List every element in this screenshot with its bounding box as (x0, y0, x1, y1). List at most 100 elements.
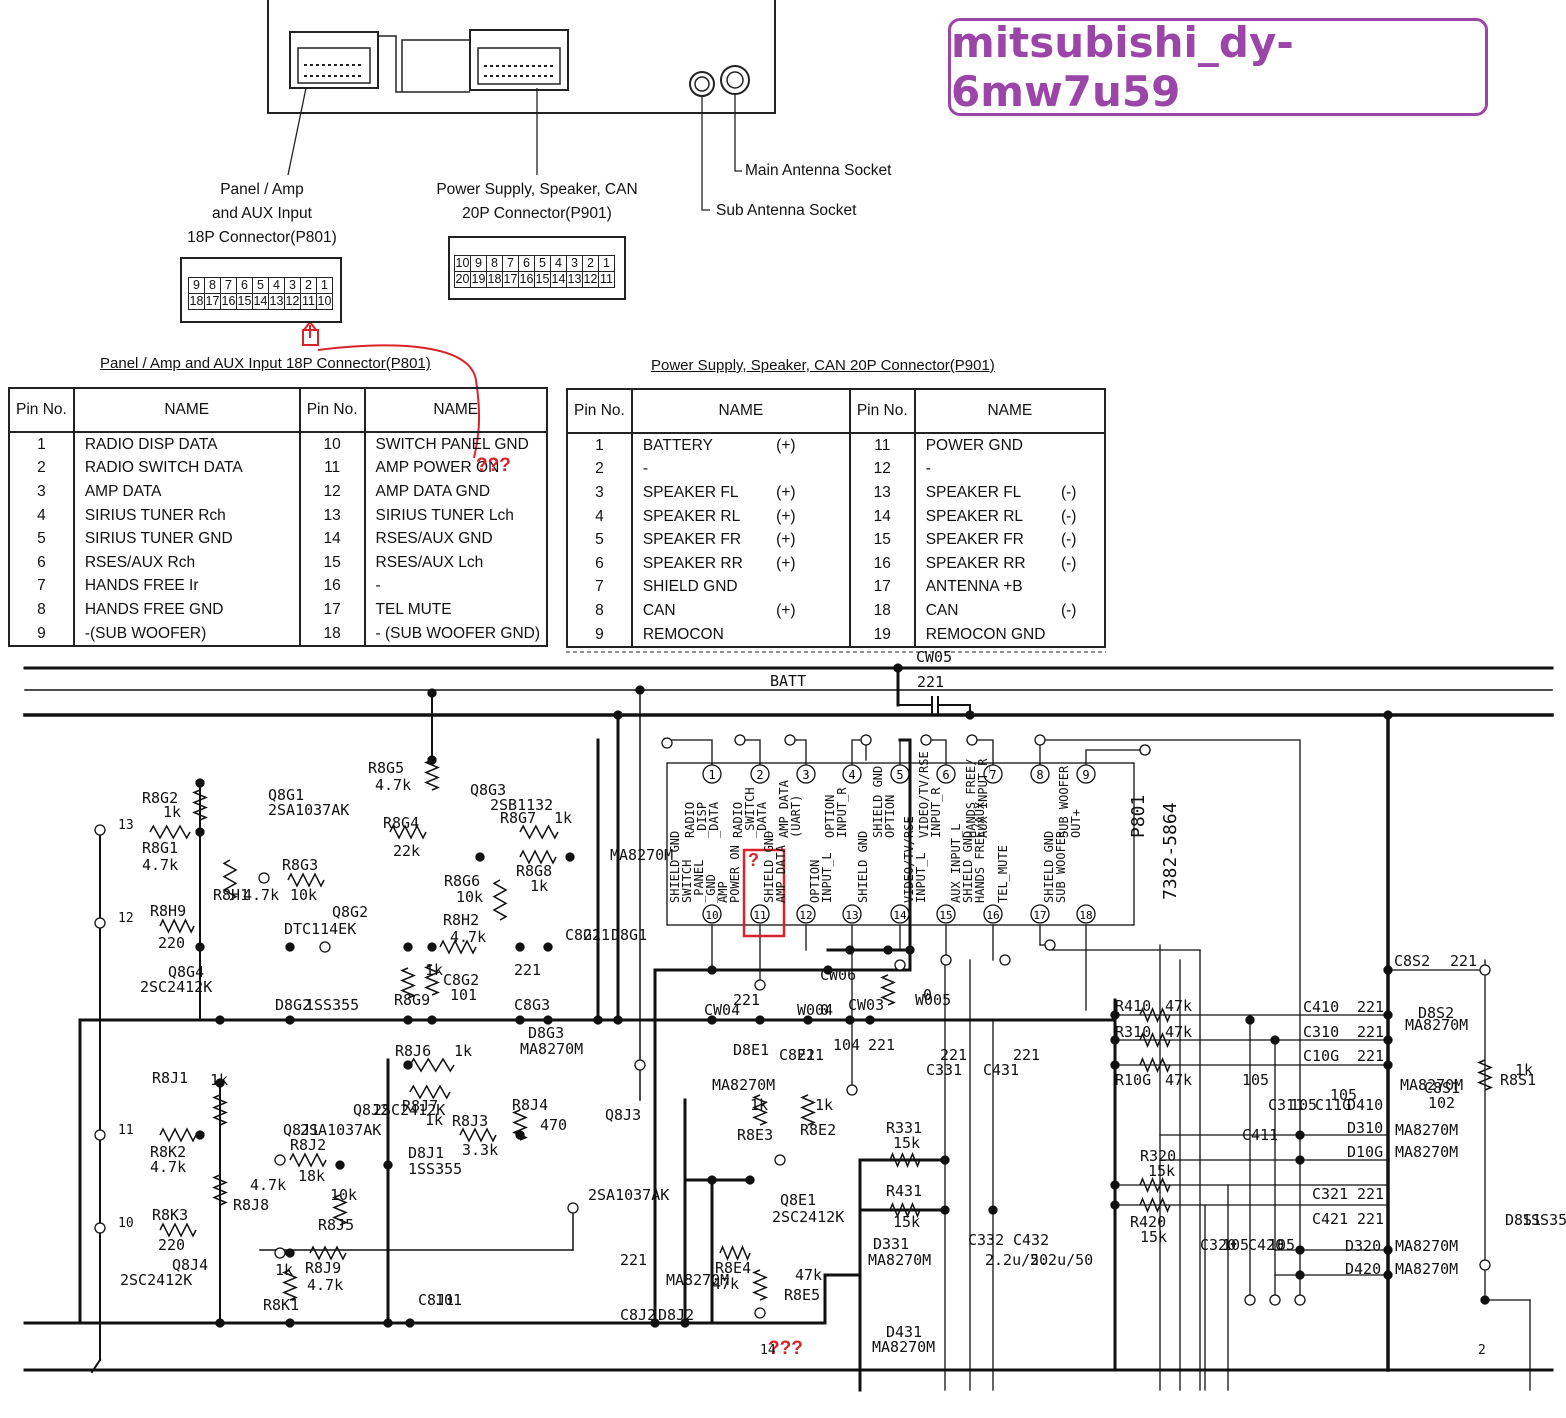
component-label: 47k (1165, 1023, 1193, 1041)
pin-signal-name: AMP POWER ON (716, 845, 742, 903)
component-label: 2SC2412K (140, 978, 213, 996)
component-label: D431 (886, 1323, 923, 1341)
component-label: R8J3 (452, 1112, 489, 1130)
junction-dot (285, 942, 295, 952)
pin-signal-name: OPTION INPUT_L (808, 852, 834, 903)
component-label: 105 (1290, 1096, 1318, 1114)
pin-name: HANDS FREE Ir (72, 574, 301, 599)
component-label: R8J7 (402, 1097, 439, 1115)
connector-pin: 18 (486, 271, 503, 288)
junction-dot (988, 1205, 998, 1215)
pin-name-text: ANTENNA +B (925, 578, 1023, 596)
pin-number: 1 (708, 768, 715, 782)
component-label: 15k (1148, 1162, 1176, 1180)
component-label: 22k (393, 842, 421, 860)
component-label: MA8270M (868, 1251, 932, 1269)
component-label: 105 (1330, 1086, 1358, 1104)
terminal-circle (1479, 964, 1491, 976)
component-label: 221 (868, 1036, 896, 1054)
question-annotation-table: ??? (476, 455, 511, 476)
p801-label-line3: 18P Connector(P801) (187, 229, 337, 246)
component-label: R8J6 (395, 1042, 432, 1060)
pin-number: 12 (848, 457, 916, 482)
terminal-circle (920, 734, 932, 746)
component-label: R8E2 (800, 1121, 837, 1139)
net-number: 13 (118, 818, 134, 833)
component-label: DTC114EK (284, 920, 357, 938)
component-label: C432 (1013, 1231, 1050, 1249)
component-label: R331 (886, 1119, 923, 1137)
pin-number: 17 (298, 598, 366, 622)
connector-pin: 7 (220, 277, 237, 294)
pin-name: SPEAKER RR(+) (630, 551, 851, 576)
pin-signal-name: OPTION INPUT_R (823, 787, 849, 838)
col-pin-no: Pin No. (848, 388, 916, 434)
pin-number: 18 (1079, 909, 1092, 922)
junction-dot (475, 852, 485, 862)
net-number: 11 (118, 1123, 134, 1138)
component-label: R8G7 (500, 809, 537, 827)
pin-name: SIRIUS TUNER GND (72, 527, 301, 551)
junction-dot (1383, 1060, 1393, 1070)
pin-number: 14 (298, 527, 366, 551)
component-label: 15k (1140, 1228, 1168, 1246)
component-label: 47k (1165, 1071, 1193, 1089)
pin-name: SPEAKER RL(+) (630, 504, 851, 529)
component-label: R10G (1115, 1071, 1152, 1089)
terminal-circle (319, 941, 331, 953)
pin-name: AMP POWER ON (363, 456, 549, 481)
component-label: D8G3 (528, 1024, 565, 1042)
component-label: 221 (940, 1046, 968, 1064)
component-label: 2SC2412K (772, 1208, 845, 1226)
pin-name: AMP DATA GND (363, 480, 549, 504)
pin-name: - (SUB WOOFER GND) (363, 621, 549, 647)
component-label: C332 (968, 1231, 1005, 1249)
col-pin-no: Pin No. (298, 387, 366, 433)
junction-dot (285, 1015, 295, 1025)
resistor (409, 1057, 455, 1073)
component-label: 101 (435, 1291, 463, 1309)
pin-number: 14 (848, 504, 916, 529)
pin-signal-name: SUB WOOFER OUT+ (1057, 765, 1083, 838)
pin-number: 3 (802, 768, 809, 782)
component-label: 10k (330, 1186, 358, 1204)
component-label: 1k (425, 961, 444, 979)
net-number: 2 (1478, 1343, 1486, 1358)
resistor (492, 879, 508, 921)
terminal-circle (94, 917, 106, 929)
resistor (287, 872, 325, 888)
pin-number: 8 (8, 598, 75, 622)
pin-number: 9 (1082, 768, 1089, 782)
pin-signal-name: VIDEO/TV/RSE INPUT_L (902, 816, 928, 903)
junction-dot (905, 945, 915, 955)
component-label: MA8270M (712, 1076, 776, 1094)
component-label: R8K2 (150, 1143, 187, 1161)
resistor (212, 1174, 228, 1206)
junction-dot (1270, 1035, 1280, 1045)
pin-number: 3 (566, 481, 633, 505)
pin-name-text: REMOCON GND (925, 625, 1046, 643)
component-label: MA8270M (1395, 1260, 1459, 1278)
connector-pin: 6 (518, 255, 535, 272)
resistor (1139, 1057, 1171, 1073)
component-label: CW04 (704, 1001, 741, 1019)
junction-dot (515, 942, 525, 952)
connector-pin: 10 (454, 255, 471, 272)
col-name: NAME (630, 388, 851, 434)
pin-circle (890, 904, 910, 924)
connector-pin: 14 (550, 271, 567, 288)
pin-name-text: SPEAKER RR (642, 554, 743, 572)
pin-signal-name: SHIELD GND OPTION (871, 765, 897, 838)
pin-number: 10 (705, 909, 718, 922)
component-label: R8J9 (305, 1259, 342, 1277)
pin-number: 4 (8, 503, 75, 528)
component-label: 105 (1242, 1071, 1270, 1089)
connector-pin: 4 (550, 255, 567, 272)
component-label: D320 (1345, 1237, 1382, 1255)
component-label: 2.2u/50 (1030, 1251, 1094, 1269)
pin-circle (750, 904, 770, 924)
